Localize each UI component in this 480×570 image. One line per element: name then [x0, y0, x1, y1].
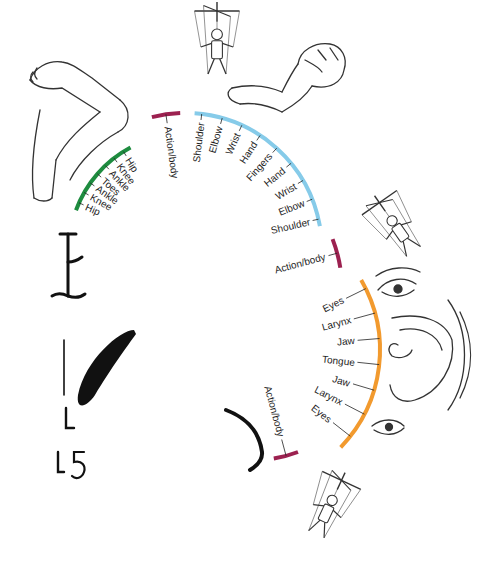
marionette-sketch [195, 2, 240, 74]
arm-line [282, 86, 312, 112]
part-label: Larynx [321, 314, 353, 333]
toe-line [31, 68, 37, 82]
brow-line [376, 268, 420, 276]
part-label: Eyes [310, 403, 334, 425]
wedge-glyph [78, 330, 136, 406]
leader-line [98, 174, 102, 177]
leader-line [282, 440, 286, 456]
sound-line [460, 312, 471, 398]
leader-line [257, 135, 260, 140]
part-label: Action/body [262, 385, 286, 438]
eye-pupil [386, 424, 393, 431]
leg-line [52, 160, 56, 198]
finger-line [305, 48, 338, 72]
leader-line [166, 114, 167, 123]
arm-sketch [228, 44, 345, 112]
leader-line [84, 193, 88, 196]
arm-line [232, 86, 282, 92]
part-label: Eyes [321, 295, 346, 315]
marionette-sketch [297, 464, 364, 544]
leader-line [358, 339, 380, 341]
part-label: Jaw [336, 335, 355, 347]
notation-glyph [52, 234, 262, 478]
part-label: Action/body [162, 125, 180, 178]
glyph-stem [58, 452, 64, 472]
part-label: Elbow [207, 125, 225, 154]
tongue-line [389, 344, 412, 358]
leader-line [313, 219, 319, 220]
leader-line [345, 404, 365, 414]
shoulder-line [228, 88, 240, 104]
knee-line [118, 100, 128, 132]
leader-line [221, 118, 223, 124]
glyph-bar [60, 233, 76, 236]
group-arc [195, 113, 320, 226]
fist-line [298, 44, 345, 87]
eye-pupil [394, 285, 402, 293]
glyph-stem [67, 234, 70, 296]
leader-line [201, 114, 203, 120]
leg-line [32, 110, 40, 198]
part-label: Wrist [273, 180, 298, 201]
leader-line [105, 166, 109, 170]
leader-line [273, 148, 277, 152]
part-label: Action/body [274, 251, 327, 275]
leader-line [124, 152, 127, 156]
leader-line [346, 289, 366, 299]
glyph-bar [68, 257, 82, 262]
mouth-line [390, 316, 453, 401]
leader-line [329, 253, 338, 255]
leader-line [90, 183, 94, 186]
glyph-stem [63, 340, 65, 395]
arm-line [282, 64, 298, 92]
glyph-hook [72, 452, 85, 478]
bracket-glyph [226, 410, 262, 470]
leader-line [333, 423, 350, 437]
part-label: Shoulder [269, 216, 310, 236]
part-label: Jaw [332, 373, 352, 389]
leg-line [30, 80, 100, 112]
mouth-line [400, 329, 442, 350]
glyph-bar [52, 294, 85, 298]
leg-line [56, 112, 100, 160]
foot-line [34, 198, 52, 201]
leader-line [357, 362, 379, 364]
glyph-stem [66, 408, 74, 428]
leader-line [307, 199, 313, 201]
face-sketch [372, 268, 471, 434]
marionette-sketch [357, 184, 431, 264]
leader-line [354, 313, 375, 319]
part-label: Shoulder [190, 122, 206, 163]
leader-line [298, 181, 303, 184]
leader-line [114, 158, 117, 162]
part-label: Tongue [321, 353, 355, 367]
leg-line [30, 62, 120, 100]
leader-line [353, 384, 374, 390]
leader-line [79, 203, 84, 205]
leader-line [239, 125, 242, 131]
arm-line [240, 103, 282, 112]
leader-line [286, 163, 291, 167]
